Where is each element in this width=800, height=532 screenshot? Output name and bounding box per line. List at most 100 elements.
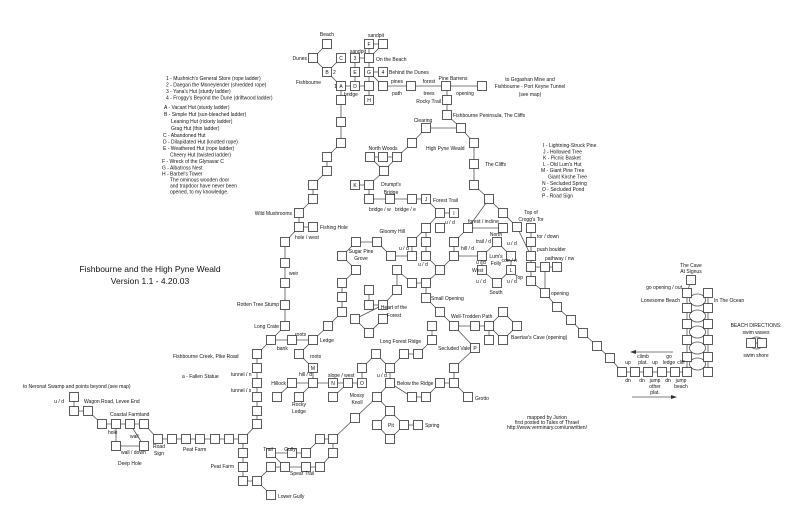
- room-box: [287, 448, 297, 458]
- room-box: [378, 39, 388, 49]
- room-box: [498, 307, 508, 317]
- label-long-crate: Long Crate: [254, 324, 279, 330]
- path-line: [368, 185, 441, 214]
- label-fishbourne: Fishbourne: [296, 80, 321, 86]
- label-tunnel-n: tunnel / n: [231, 372, 252, 378]
- room-box: [294, 222, 304, 232]
- legend-line: F - Wreck of the Glynavar C: [162, 159, 224, 165]
- label-wild-mushrooms: Wild Mushrooms: [255, 211, 293, 217]
- room-box: [757, 338, 767, 348]
- label-bridge2: Bridge: [384, 190, 399, 196]
- room-box: [378, 81, 388, 91]
- room-box: [125, 419, 135, 429]
- room-box: [351, 265, 361, 275]
- room-box: [238, 462, 248, 472]
- room-box: [328, 434, 338, 444]
- room-box: [703, 367, 713, 377]
- label-dunes: Dunes: [293, 56, 308, 62]
- label-ud8: u / d: [377, 373, 387, 379]
- room-box: [378, 67, 388, 77]
- room-box: [337, 251, 347, 261]
- label-up2: up: [652, 360, 658, 366]
- swim-loop: [689, 357, 706, 371]
- room-box: [266, 335, 276, 345]
- label-swim-waves: swim waves: [743, 330, 770, 336]
- room-box: [449, 378, 459, 388]
- room-box: [337, 278, 347, 288]
- room-letter: 3: [354, 56, 357, 62]
- room-box: [280, 258, 290, 268]
- room-box: [364, 300, 374, 310]
- room-box: [469, 138, 479, 148]
- room-box: [703, 335, 713, 345]
- legend-line: D - Dilapidated Hut (knotted rope): [163, 140, 238, 146]
- label-high-pyne: High Pyne Weald: [426, 146, 465, 152]
- room-box: [280, 462, 290, 472]
- room-box: [328, 378, 338, 388]
- label-hill-d2: hill / d: [299, 372, 312, 378]
- label-peat2: Peat Farm: [211, 464, 234, 470]
- room-box: [392, 285, 402, 295]
- room-box: [392, 152, 402, 162]
- label-ocean: In The Ocean: [714, 298, 744, 304]
- label-one: 1: [334, 84, 337, 90]
- room-box: [484, 194, 494, 204]
- room-box: [552, 262, 562, 272]
- label-fallen: a - Fallen Statue: [182, 374, 219, 380]
- room-box: [350, 81, 360, 91]
- path-line: [439, 87, 490, 271]
- room-box: [421, 278, 431, 288]
- room-box: [364, 53, 374, 63]
- room-box: [238, 434, 248, 444]
- label-jump2: jump: [675, 378, 687, 384]
- label-hill-d1: hill / d: [461, 246, 474, 252]
- room-box: [153, 434, 163, 444]
- label-top: Top: [515, 275, 523, 281]
- room-box: [328, 392, 338, 402]
- room-box: [210, 434, 220, 444]
- room-box: [526, 251, 536, 261]
- label-two: 2: [333, 70, 336, 76]
- label-knoll: Knoll: [351, 400, 362, 406]
- legend-line: Cheery Hut (twisted ladder): [170, 153, 231, 159]
- label-pine-barrens: Pine Barrens: [439, 76, 468, 82]
- label-trail: Trail: [263, 447, 273, 453]
- label-hole: hole: [108, 430, 118, 436]
- room-box: [69, 392, 79, 402]
- room-box: [703, 352, 713, 362]
- legend-places: I - Lightning-Struck Pine J - Hollowed T…: [541, 143, 597, 199]
- label-ud1: u / d: [445, 220, 455, 226]
- label-gloomy-hill: Gloomy Hill: [379, 229, 405, 235]
- room-box: [442, 95, 452, 105]
- legend-line: H - Barbel's Tower: [162, 172, 203, 178]
- map-version: Version 1.1 - 4.20.03: [111, 276, 190, 286]
- room-box: [252, 476, 262, 486]
- label-beach: Beach: [320, 32, 334, 38]
- room-box: [350, 314, 360, 324]
- label-go-opening: go opening / out: [646, 285, 682, 291]
- legend-line: I - Lightning-Struck Pine: [543, 143, 597, 149]
- room-box: [682, 367, 692, 377]
- room-box: [323, 321, 333, 331]
- room-box: [682, 335, 692, 345]
- room-box: [336, 81, 346, 91]
- room-box: [435, 265, 445, 275]
- room-box: [657, 367, 667, 377]
- room-box: [322, 152, 332, 162]
- legend-line: Grag Hut (thin ladder): [171, 126, 220, 132]
- label-clearing: Clearing: [414, 118, 433, 124]
- room-box: [350, 67, 360, 77]
- room-box: [492, 237, 502, 247]
- room-box: [526, 276, 536, 286]
- label-peninsula: Fishbourne Peninsula, The Cliffs: [453, 113, 526, 119]
- room-box: [427, 321, 437, 331]
- room-box: [605, 353, 615, 363]
- room-box: [477, 251, 487, 261]
- room-box: [351, 237, 361, 247]
- room-box: [301, 448, 311, 458]
- room-box: [336, 117, 346, 127]
- map-title: Fishbourne and the High Pyne Weald: [79, 264, 220, 274]
- room-box: [441, 81, 451, 91]
